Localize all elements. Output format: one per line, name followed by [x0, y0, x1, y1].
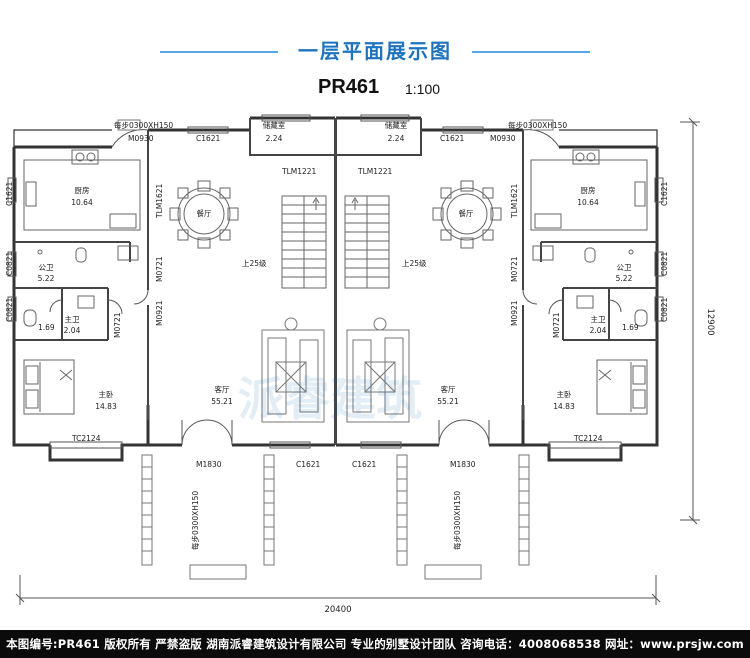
tag-tlm1621-left: TLM1621: [155, 183, 164, 219]
tag-c0821-b-right: C0821: [660, 297, 669, 322]
tag-tc2124-left: TC2124: [71, 434, 101, 443]
tag-tlm1621-right: TLM1621: [510, 183, 519, 219]
public-bath-area-right: 5.22: [616, 274, 633, 283]
tag-step-bottom-right: 每步0300XH150: [452, 491, 462, 550]
tag-m0721-a-right: M0721: [510, 256, 519, 282]
tag-c1621-side-right: C1621: [660, 181, 669, 206]
tag-m0721-b-left: M0721: [113, 312, 122, 338]
tag-m0930-right: M0930: [490, 134, 516, 143]
right-unit: [334, 113, 665, 581]
master-bed-area-left: 14.83: [95, 402, 117, 411]
dimension-total-width: 20400: [324, 605, 351, 615]
dimension-lines: [15, 117, 700, 605]
tag-step-top-left: 每步0300XH150: [114, 120, 173, 130]
footer-text: 本图编号:PR461 版权所有 严禁盗版 湖南派睿建筑设计有限公司 专业的别墅设…: [6, 637, 744, 651]
tag-m0921-right: M0921: [510, 300, 519, 326]
tag-step-top-right: 每步0300XH150: [508, 120, 567, 130]
master-bath-name-left: 主卫: [65, 314, 80, 324]
svg-text:派睿建筑: 派睿建筑: [238, 372, 422, 426]
right-labels: 每步0300XH150 M0930 C1621 储藏室 2.24 TLM1221…: [352, 120, 639, 469]
right-rotated-labels: C1621 C0821 C0821 TLM1621 M0721 M0921 M0…: [452, 181, 669, 550]
master-bath-area-left: 2.04: [64, 326, 81, 335]
tag-c1621-bottom-left: C1621: [296, 460, 321, 469]
tag-c1621-top-right: C1621: [440, 134, 465, 143]
master-bed-name-right: 主卧: [557, 389, 572, 399]
left-rotated-labels: C1621 C0821 C0821 TLM1621 M0721 M0921 M0…: [5, 181, 200, 550]
public-bath-name-right: 公卫: [617, 263, 632, 272]
tag-m1830-left: M1830: [196, 460, 222, 469]
living-area-right: 55.21: [437, 397, 459, 406]
dimension-labels: 20400 12900: [324, 308, 715, 615]
public-bath-name-left: 公卫: [39, 263, 54, 272]
left-stair: [281, 195, 327, 289]
tag-c0821-a-right: C0821: [660, 251, 669, 276]
tag-c0821-b-left: C0821: [5, 297, 14, 322]
dining-name-left: 餐厅: [197, 209, 212, 218]
tag-169-right: 1.69: [622, 323, 639, 332]
left-unit: [7, 114, 336, 580]
living-name-right: 客厅: [441, 384, 456, 394]
kitchen-name-right: 厨房: [581, 185, 596, 195]
title-right-rule: [472, 51, 590, 53]
tag-m0721-b-right: M0721: [552, 312, 561, 338]
left-sofa-set: [261, 317, 325, 423]
title-bar: 一层平面展示图: [0, 35, 750, 65]
tag-c1621-bottom-right: C1621: [352, 460, 377, 469]
left-labels: 每步0300XH150 M0930 C1621 储藏室 2.24 TLM1221…: [38, 120, 321, 469]
tag-m1830-right: M1830: [450, 460, 476, 469]
left-openings: [7, 114, 311, 449]
dining-name-right: 餐厅: [459, 209, 474, 218]
storage-area-left: 2.24: [266, 134, 283, 143]
stair-label-left: 上25级: [242, 258, 267, 268]
master-bath-name-right: 主卫: [591, 314, 606, 324]
left-bed: [23, 359, 75, 415]
tag-tlm1221-left: TLM1221: [281, 167, 317, 176]
tag-step-bottom-left: 每步0300XH150: [190, 491, 200, 550]
kitchen-name-left: 厨房: [75, 185, 90, 195]
kitchen-area-left: 10.64: [71, 198, 93, 207]
master-bed-name-left: 主卧: [99, 389, 114, 399]
page-title: 一层平面展示图: [298, 39, 452, 63]
master-bath-area-right: 2.04: [590, 326, 607, 335]
tag-c1621-side-left: C1621: [5, 181, 14, 206]
storage-area-right: 2.24: [388, 134, 405, 143]
public-bath-area-left: 5.22: [38, 274, 55, 283]
left-porch: [117, 119, 275, 580]
tag-169-left: 1.69: [38, 323, 55, 332]
plan-code: PR461: [318, 76, 380, 98]
storage-name-left: 储藏室: [263, 120, 286, 130]
tag-c1621-top-left: C1621: [196, 134, 221, 143]
tag-tlm1221-right: TLM1221: [357, 167, 393, 176]
living-name-left: 客厅: [215, 384, 230, 394]
tag-m0721-a-left: M0721: [155, 256, 164, 282]
tag-m0921-left: M0921: [155, 300, 164, 326]
watermark: 派睿建筑: [238, 372, 422, 426]
storage-name-right: 储藏室: [385, 120, 408, 130]
floor-plan: 派睿建筑 每步0300XH150 M0930 C1621 储藏室 2.24 TL…: [5, 113, 715, 615]
master-bed-area-right: 14.83: [553, 402, 575, 411]
left-dining-table: [169, 180, 239, 249]
tag-c0821-a-left: C0821: [5, 251, 14, 276]
footer-bar: 本图编号:PR461 版权所有 严禁盗版 湖南派睿建筑设计有限公司 专业的别墅设…: [0, 630, 750, 658]
living-area-left: 55.21: [211, 397, 233, 406]
tag-tc2124-right: TC2124: [573, 434, 603, 443]
plan-scale: 1:100: [405, 81, 441, 97]
tag-m0930-left: M0930: [128, 134, 154, 143]
left-kitchen-fixtures: [23, 149, 141, 327]
stair-label-right: 上25级: [402, 258, 427, 268]
kitchen-area-right: 10.64: [577, 198, 599, 207]
dimension-total-height: 12900: [705, 308, 715, 335]
title-left-rule: [160, 51, 278, 53]
